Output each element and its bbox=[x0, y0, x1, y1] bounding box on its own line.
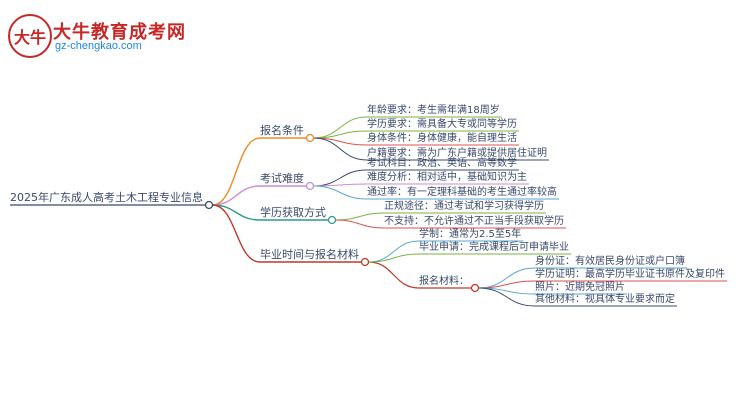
leaf-other-materials: 其他材料：视具体专业要求而定 bbox=[535, 292, 675, 305]
branch-label-graduation-and-materials: 毕业时间与报名材料 bbox=[260, 247, 359, 261]
branch-label-signup-conditions: 报名条件 bbox=[260, 123, 304, 137]
leaf-exam-subjects: 考试科目：政治、英语、高等数学 bbox=[367, 156, 517, 169]
branch-node bbox=[305, 181, 315, 191]
leaf-education-requirement: 学历要求：需具备大专或同等学历 bbox=[367, 117, 517, 130]
leaf-formal-route: 正规途径：通过考试和学习获得学历 bbox=[384, 199, 544, 212]
branch-label-degree-acquisition: 学历获取方式 bbox=[260, 205, 326, 219]
leaf-pass-rate: 通过率：有一定理科基础的考生通过率较高 bbox=[367, 185, 557, 198]
leaf-age-requirement: 年龄要求：考生需年满18周岁 bbox=[367, 103, 500, 116]
branch-node bbox=[360, 257, 370, 267]
connector bbox=[212, 137, 261, 206]
brand-url: gz-chengkao.com bbox=[55, 40, 142, 52]
connector bbox=[368, 261, 420, 289]
brand-title: 大牛教育成考网 bbox=[53, 22, 186, 43]
leaf-study-duration: 学制：通常为2.5至5年 bbox=[419, 227, 521, 240]
branch-label-exam-difficulty: 考试难度 bbox=[260, 171, 304, 185]
root-node bbox=[204, 200, 214, 210]
connector bbox=[212, 185, 261, 206]
connector bbox=[313, 185, 368, 200]
branch-node bbox=[327, 215, 337, 225]
leaf-id-card: 身份证：有效居民身份证或户口簿 bbox=[535, 254, 685, 267]
mindmap-links bbox=[212, 116, 727, 307]
brand-logo: 大牛 bbox=[8, 14, 52, 58]
connector bbox=[212, 204, 261, 263]
branch-node bbox=[305, 133, 315, 143]
connector bbox=[478, 287, 536, 307]
connector bbox=[335, 219, 385, 229]
connector bbox=[313, 137, 368, 161]
sub-branch-node bbox=[470, 283, 480, 293]
leaf-graduation-application: 毕业申请：完成课程后可申请毕业 bbox=[419, 240, 569, 253]
leaf-health-requirement: 身体条件：身体健康，能自理生活 bbox=[367, 131, 517, 144]
leaf-not-supported: 不支持：不允许通过不正当手段获取学历 bbox=[384, 214, 564, 227]
connector bbox=[368, 253, 420, 263]
leaf-residence-requirement: 户籍要求：需为广东户籍或提供居住证明 bbox=[367, 146, 547, 159]
sub-branch-label-materials: 报名材料： bbox=[419, 274, 469, 287]
leaf-photo: 照片：近期免冠照片 bbox=[535, 280, 625, 293]
connector bbox=[368, 240, 420, 263]
root-label: 2025年广东成人高考土木工程专业信息 bbox=[10, 190, 203, 204]
leaf-difficulty-analysis: 难度分析：相对适中，基础知识为主 bbox=[367, 170, 527, 183]
leaf-education-proof: 学历证明：最高学历毕业证书原件及复印件 bbox=[535, 267, 725, 280]
connector bbox=[335, 212, 385, 221]
